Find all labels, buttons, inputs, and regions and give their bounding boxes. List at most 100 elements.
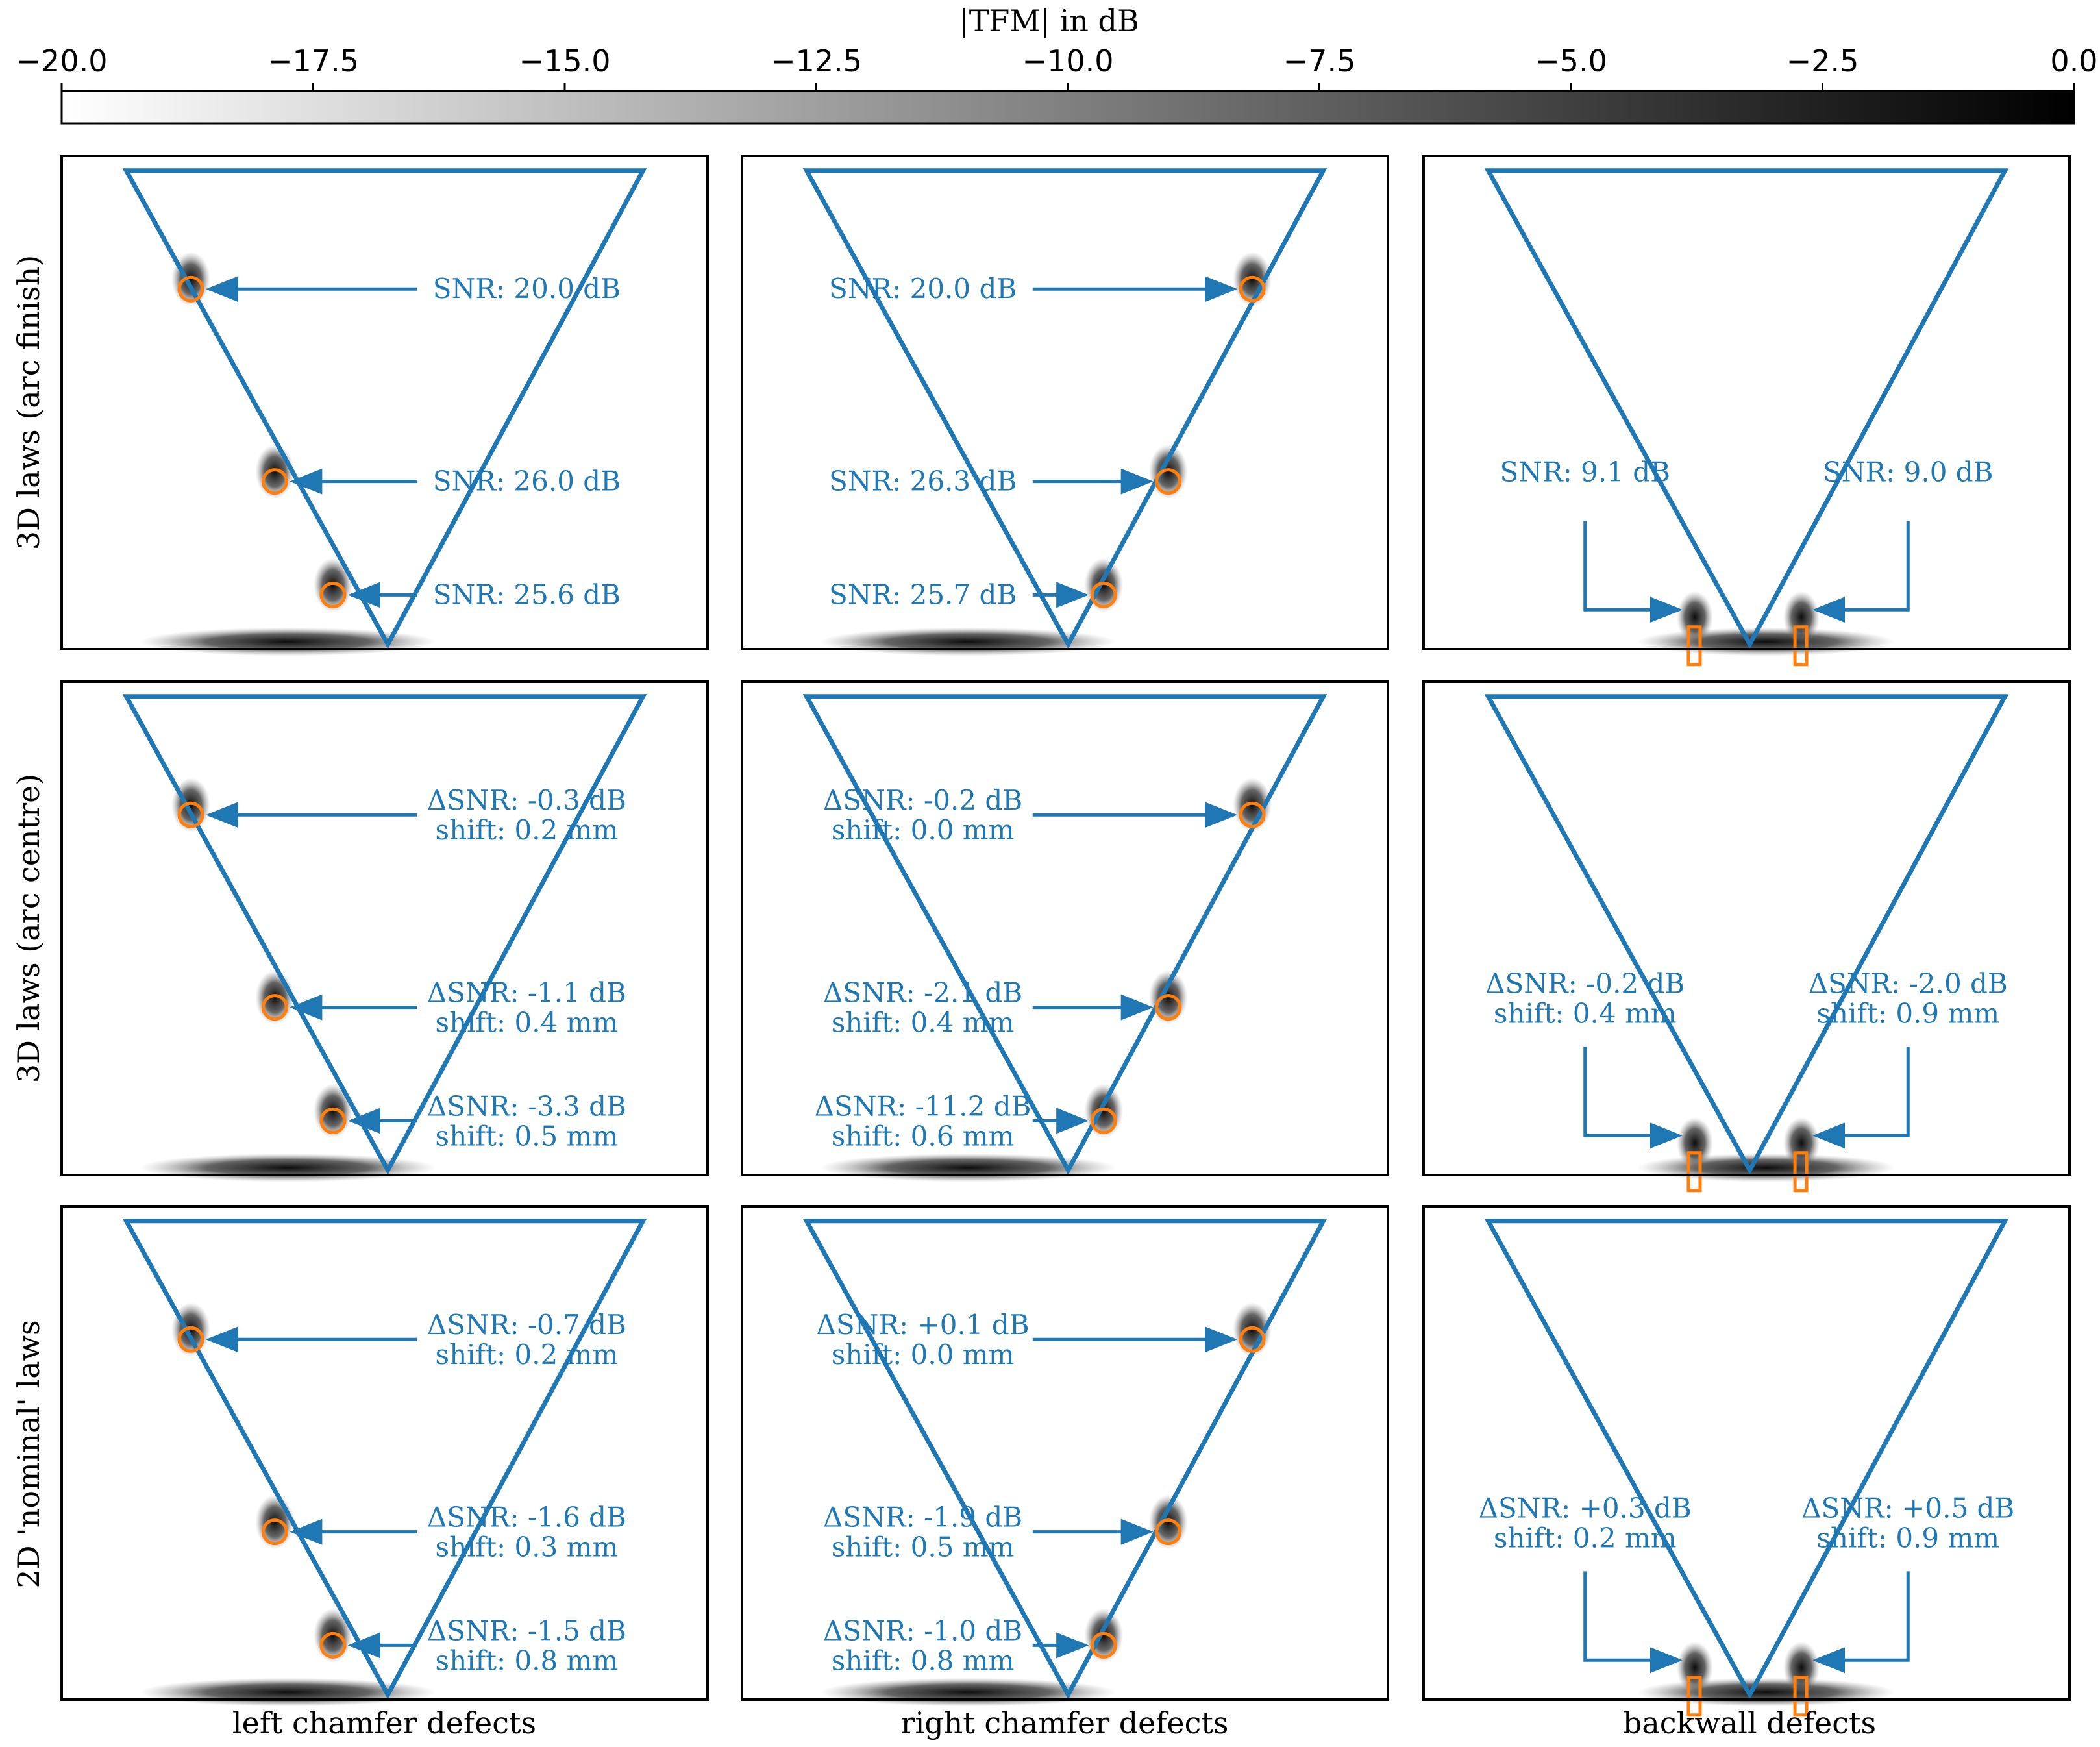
annotation-label: shift: 0.0 mm — [832, 1339, 1015, 1370]
defect-marker-2 — [261, 468, 288, 495]
annotation-label: shift: 0.2 mm — [1494, 1522, 1677, 1554]
annotation-label: ΔSNR: -0.2 dB — [823, 784, 1022, 816]
defect-marker-2 — [1155, 468, 1182, 495]
annotation-label: shift: 0.4 mm — [1494, 998, 1677, 1030]
annotation-label: SNR: 26.0 dB — [433, 465, 621, 497]
panel-frame — [741, 155, 1389, 650]
weld-outline — [122, 694, 647, 1175]
colorbar-gradient — [60, 90, 2075, 125]
weld-outline — [1484, 694, 2009, 1175]
colorbar-tick-label: −17.5 — [267, 43, 359, 79]
annotation-label: ΔSNR: -1.9 dB — [823, 1502, 1022, 1533]
annotation-label: ΔSNR: -2.1 dB — [823, 977, 1022, 1009]
annotation-label: ΔSNR: -0.3 dB — [427, 784, 626, 816]
annotation-label: shift: 0.9 mm — [1816, 1522, 1999, 1554]
annotation-label: ΔSNR: +0.5 dB — [1801, 1493, 2014, 1524]
panel-frame — [741, 680, 1389, 1176]
row-label-2: 3D laws (arc centre) — [11, 774, 46, 1084]
defect-echo-1 — [1676, 1641, 1713, 1694]
colorbar-tick-label: −15.0 — [519, 43, 611, 79]
column-labels: left chamfer defects right chamfer defec… — [232, 1705, 1876, 1741]
weld-outline — [802, 168, 1328, 649]
weld-outline — [1484, 1219, 2009, 1700]
defect-marker-1 — [1239, 1326, 1266, 1353]
backwall-echo — [1637, 1153, 1896, 1182]
weld-outline — [802, 694, 1328, 1175]
annotation-label: ΔSNR: -2.0 dB — [1809, 968, 2008, 1000]
annotation-label: shift: 0.5 mm — [832, 1531, 1015, 1563]
defect-marker-2 — [1155, 994, 1182, 1021]
colorbar-tick-label: −12.5 — [771, 43, 862, 79]
annotation-label: SNR: 9.0 dB — [1823, 456, 1994, 488]
colorbar-tick-label: −5.0 — [1535, 43, 1607, 79]
annotation-label: shift: 0.4 mm — [436, 1007, 619, 1039]
annotation-label: ΔSNR: -0.2 dB — [1485, 968, 1685, 1000]
annotation-label: shift: 0.8 mm — [832, 1644, 1015, 1676]
defect-marker-1 — [177, 1326, 204, 1353]
weld-outline — [1484, 168, 2009, 649]
annotation-label: shift: 0.4 mm — [832, 1007, 1015, 1039]
column-label-left: left chamfer defects — [232, 1705, 536, 1741]
panel-frame — [1422, 680, 2071, 1176]
defect-echo-2 — [1783, 1641, 1820, 1694]
annotation-label: shift: 0.3 mm — [436, 1531, 619, 1563]
defect-marker-1 — [1239, 801, 1266, 828]
row-labels: 3D laws (arc finish) 3D laws (arc centre… — [11, 255, 46, 1589]
annotation-label: ΔSNR: +0.3 dB — [1479, 1493, 1692, 1524]
weld-outline — [802, 1219, 1328, 1700]
panel-frame — [60, 155, 709, 650]
defect-marker-2 — [1155, 1518, 1182, 1546]
annotation-arrow — [1583, 1047, 1683, 1149]
annotation-label: SNR: 25.7 dB — [829, 578, 1017, 610]
defect-marker-2 — [261, 994, 288, 1021]
row-label-1: 3D laws (arc finish) — [11, 255, 46, 550]
defect-echo-2 — [255, 970, 295, 1025]
colorbar-title: |TFM| in dB — [959, 3, 1139, 38]
annotation-label: ΔSNR: -11.2 dB — [815, 1090, 1031, 1122]
defect-echo-1 — [1676, 1117, 1713, 1169]
annotation-arrow — [1583, 521, 1683, 623]
defect-marker-3 — [1090, 581, 1117, 608]
annotation-label: ΔSNR: -1.1 dB — [427, 977, 626, 1009]
defect-marker-1 — [1239, 275, 1266, 303]
defect-marker-3 — [1090, 1631, 1117, 1659]
annotation-label: shift: 0.2 mm — [436, 1339, 619, 1370]
defect-echo-2 — [255, 1494, 295, 1550]
defect-marker-1 — [177, 275, 204, 303]
column-label-backwall: backwall defects — [1623, 1705, 1876, 1741]
annotation-label: shift: 0.0 mm — [832, 814, 1015, 846]
defect-echo-2 — [1148, 970, 1188, 1025]
defect-marker-1 — [1686, 1151, 1702, 1193]
panel-frame — [741, 1205, 1389, 1701]
defect-marker-3 — [319, 1631, 347, 1659]
defect-marker-3 — [319, 1107, 347, 1134]
annotation-arrow — [1812, 1047, 1910, 1149]
colorbar-tick-label: 0.0 — [2050, 43, 2097, 79]
defect-echo-2 — [1783, 1117, 1820, 1169]
defect-marker-1 — [1686, 625, 1702, 667]
annotation-label: SNR: 26.3 dB — [829, 465, 1017, 497]
annotation-label: shift: 0.8 mm — [436, 1644, 619, 1676]
colorbar-tick-label: −7.5 — [1283, 43, 1356, 79]
annotation-label: ΔSNR: -1.0 dB — [823, 1615, 1022, 1646]
annotation-label: shift: 0.2 mm — [436, 814, 619, 846]
annotation-label: SNR: 20.0 dB — [829, 273, 1017, 304]
annotation-label: shift: 0.5 mm — [436, 1120, 619, 1152]
annotation-label: ΔSNR: -0.7 dB — [427, 1309, 626, 1341]
annotation-label: SNR: 25.6 dB — [433, 578, 621, 610]
colorbar: |TFM| in dB −20.0−17.5−15.0−12.5−10.0−7.… — [16, 3, 2098, 125]
panel-r1-c2: SNR: 20.0 dB SNR: 26.3 dB SNR: 25.7 dB — [741, 155, 1389, 656]
colorbar-tick-label: −10.0 — [1022, 43, 1114, 79]
annotation-label: ΔSNR: +0.1 dB — [817, 1309, 1030, 1341]
panel-frame — [60, 1205, 709, 1701]
backwall-echo — [1637, 1678, 1896, 1707]
defect-marker-2 — [261, 1518, 288, 1546]
